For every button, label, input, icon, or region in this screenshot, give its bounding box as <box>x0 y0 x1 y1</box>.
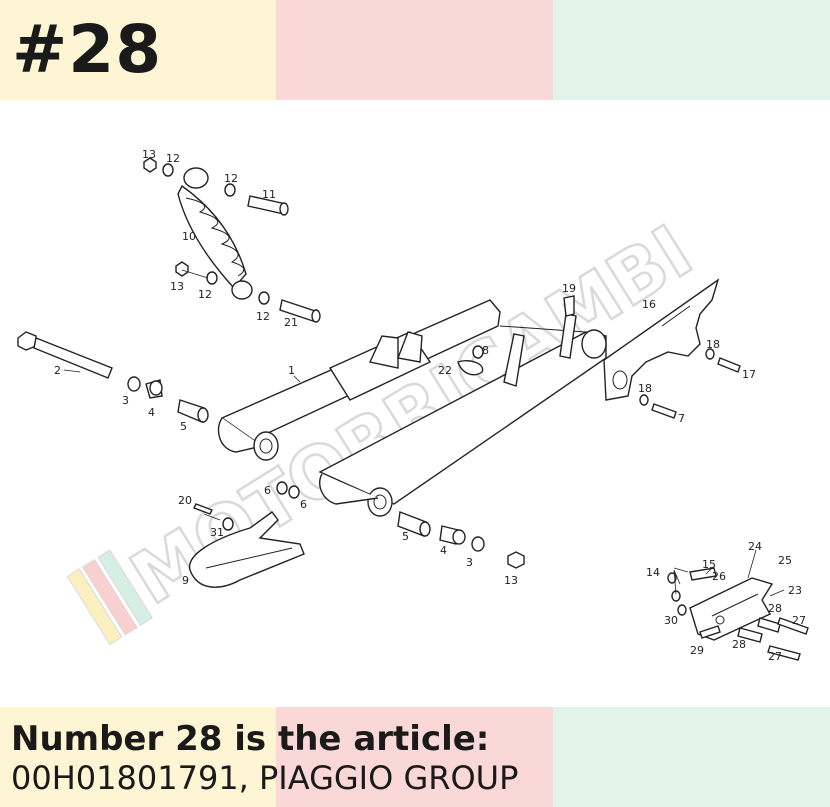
callout-13: 13 <box>142 148 156 161</box>
callout-27: 27 <box>792 614 806 627</box>
washers-6 <box>276 481 300 499</box>
callout-25: 25 <box>778 554 792 567</box>
small-fittings <box>457 295 575 376</box>
band-segment-yellow <box>0 0 276 100</box>
chain-guard <box>603 278 741 419</box>
callout-4: 4 <box>440 544 447 557</box>
callout-18: 18 <box>638 382 652 395</box>
axle-bolt <box>17 331 113 379</box>
callout-12: 12 <box>166 152 180 165</box>
callout-18: 18 <box>706 338 720 351</box>
callout-9: 9 <box>182 574 189 587</box>
band-segment-yellow <box>0 707 276 807</box>
callout-10: 10 <box>182 230 196 243</box>
callout-labels: 1 2 3 3 4 4 5 5 6 6 7 8 9 10 11 12 12 12… <box>54 148 806 663</box>
callout-12: 12 <box>256 310 270 323</box>
callout-12: 12 <box>224 172 238 185</box>
callout-17: 17 <box>742 368 756 381</box>
leader-lines <box>63 269 785 597</box>
callout-13: 13 <box>504 574 518 587</box>
callout-26: 26 <box>712 570 726 583</box>
chain-slider-assembly <box>667 567 809 661</box>
part-number-heading: #28 <box>12 11 163 88</box>
callout-3: 3 <box>466 556 473 569</box>
right-bushings <box>397 511 525 569</box>
band-segment-pink <box>276 0 553 100</box>
band-segment-mint <box>553 0 830 100</box>
article-caption: Number 28 is the article: <box>11 719 490 759</box>
band-segment-mint <box>553 707 830 807</box>
callout-28: 28 <box>768 602 782 615</box>
shock-fasteners <box>143 157 321 323</box>
shock-absorber <box>177 167 253 300</box>
callout-19: 19 <box>562 282 576 295</box>
watermark: MOTORRICAMBI <box>66 208 707 646</box>
exploded-parts-diagram: MOTORRICAMBI <box>0 100 830 707</box>
callout-6: 6 <box>300 498 307 511</box>
callout-21: 21 <box>284 316 298 329</box>
diagram-svg: MOTORRICAMBI <box>17 148 809 663</box>
callout-31: 31 <box>210 526 224 539</box>
callout-29: 29 <box>690 644 704 657</box>
callout-16: 16 <box>642 298 656 311</box>
left-bushings <box>127 376 209 423</box>
callout-20: 20 <box>178 494 192 507</box>
header-color-band <box>0 0 830 100</box>
callout-11: 11 <box>262 188 276 201</box>
callout-27: 27 <box>768 650 782 663</box>
callout-14: 14 <box>646 566 660 579</box>
callout-5: 5 <box>402 530 409 543</box>
callout-22: 22 <box>438 364 452 377</box>
callout-7: 7 <box>678 412 685 425</box>
callout-2: 2 <box>54 364 61 377</box>
callout-23: 23 <box>788 584 802 597</box>
article-code: 00H01801791, PIAGGIO GROUP <box>11 759 519 797</box>
callout-30: 30 <box>664 614 678 627</box>
band-segment-pink <box>276 707 553 807</box>
callout-5: 5 <box>180 420 187 433</box>
chain-guide <box>188 503 305 588</box>
callout-8: 8 <box>482 344 489 357</box>
callout-6: 6 <box>264 484 271 497</box>
callout-4: 4 <box>148 406 155 419</box>
callout-28: 28 <box>732 638 746 651</box>
callout-13: 13 <box>170 280 184 293</box>
callout-15: 15 <box>702 558 716 571</box>
swingarm <box>217 299 607 517</box>
callout-1: 1 <box>288 364 295 377</box>
callout-24: 24 <box>748 540 762 553</box>
callout-12: 12 <box>198 288 212 301</box>
footer-color-band <box>0 707 830 807</box>
callout-3: 3 <box>122 394 129 407</box>
